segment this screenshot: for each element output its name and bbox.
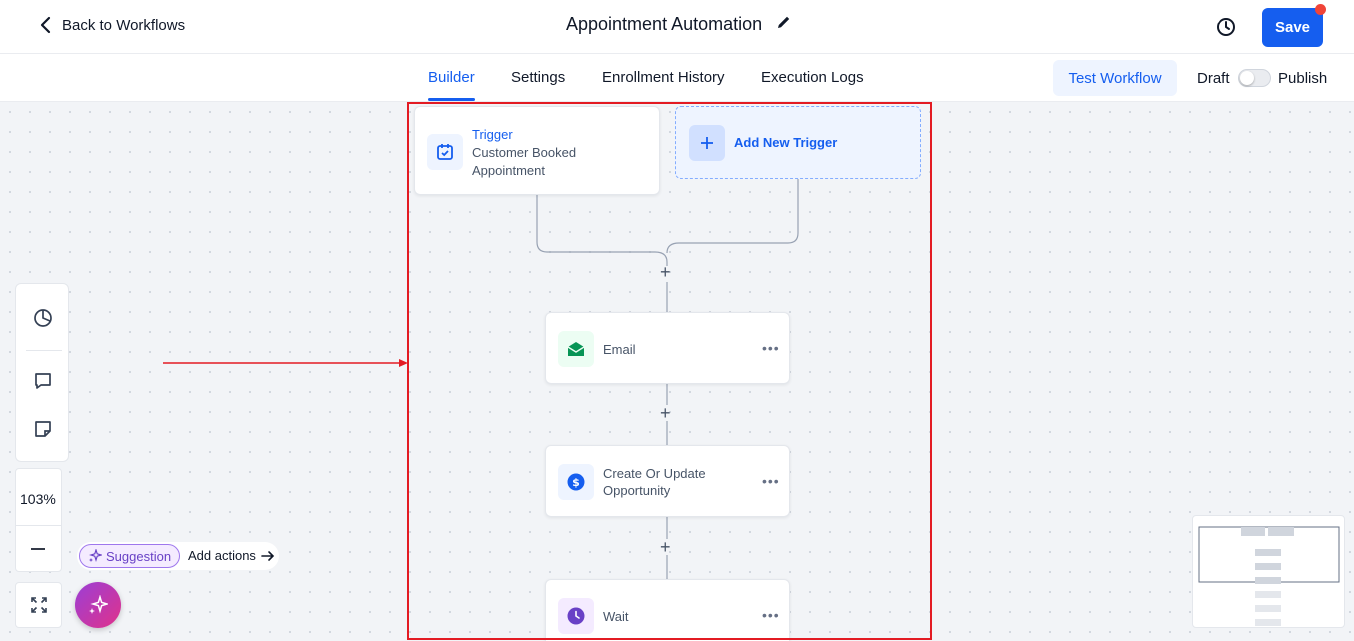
highlight-frame — [407, 102, 932, 640]
workflow-title: Appointment Automation — [566, 14, 763, 34]
action-label-line1: Create Or Update — [603, 466, 706, 481]
svg-text:$: $ — [572, 476, 580, 489]
suggestion-chip[interactable]: Suggestion — [79, 544, 181, 568]
add-step-button[interactable]: + — [660, 537, 671, 557]
tab-settings[interactable]: Settings — [511, 69, 566, 86]
history-icon[interactable] — [1214, 15, 1238, 39]
action-card-email[interactable]: Email ••• — [545, 312, 790, 384]
comment-icon[interactable] — [31, 369, 55, 393]
fit-to-screen-button[interactable] — [15, 582, 62, 628]
more-options-icon[interactable]: ••• — [762, 607, 780, 623]
tab-execution-logs[interactable]: Execution Logs — [761, 69, 864, 86]
add-step-button[interactable]: + — [660, 403, 671, 423]
arrow-right-icon — [261, 550, 275, 561]
sparkle-icon — [89, 595, 108, 614]
connector-lines — [163, 179, 799, 579]
divider — [16, 525, 61, 526]
trigger-heading: Trigger — [472, 127, 513, 142]
more-options-icon[interactable]: ••• — [762, 473, 780, 489]
zoom-level: 103% — [20, 491, 56, 507]
add-new-trigger-card[interactable]: Add New Trigger — [675, 106, 921, 179]
action-label-line2: Opportunity — [603, 483, 671, 498]
canvas-tool-panel — [15, 283, 69, 462]
active-tab-indicator — [428, 98, 475, 101]
clock-icon — [558, 598, 594, 634]
add-actions-label: Add actions — [188, 548, 256, 563]
sticky-note-icon[interactable] — [31, 417, 55, 441]
action-card-wait[interactable]: Wait ••• — [545, 579, 790, 641]
suggestion-bar: Suggestion Add actions — [77, 542, 279, 570]
tab-builder[interactable]: Builder — [428, 69, 475, 86]
action-label: Email — [603, 342, 636, 357]
suggestion-label: Suggestion — [106, 548, 172, 564]
tab-bar: Builder Settings Enrollment History Exec… — [0, 54, 1354, 102]
minimap-preview — [1198, 526, 1340, 626]
test-workflow-button[interactable]: Test Workflow — [1053, 60, 1177, 96]
expand-icon — [30, 597, 47, 613]
chevron-left-icon — [40, 16, 51, 34]
publish-toggle[interactable] — [1238, 69, 1271, 87]
add-step-button[interactable]: + — [660, 262, 671, 282]
more-options-icon[interactable]: ••• — [762, 340, 780, 356]
trigger-label-line2: Appointment — [472, 163, 545, 178]
dollar-icon: $ — [558, 464, 594, 500]
toggle-knob — [1240, 71, 1254, 85]
trigger-card[interactable]: Trigger Customer Booked Appointment — [414, 106, 660, 195]
zoom-controls: 103% — [15, 468, 62, 572]
workflow-canvas[interactable]: + + + Trigger Customer Booked Appointmen… — [0, 102, 1354, 641]
envelope-icon — [558, 331, 594, 367]
trigger-label-line1: Customer Booked — [472, 145, 577, 160]
back-label: Back to Workflows — [62, 16, 186, 34]
action-card-opportunity[interactable]: $ Create Or Update Opportunity ••• — [545, 445, 790, 517]
zoom-out-icon[interactable] — [30, 541, 46, 557]
divider — [26, 350, 62, 351]
edit-title-icon[interactable] — [776, 14, 792, 35]
action-label: Wait — [603, 609, 629, 624]
notification-dot — [1315, 4, 1326, 15]
save-button[interactable]: Save — [1262, 8, 1323, 47]
calendar-check-icon — [427, 134, 463, 170]
minimap[interactable] — [1192, 515, 1345, 628]
sparkle-icon — [89, 549, 102, 562]
publish-label: Publish — [1278, 70, 1328, 87]
draft-label: Draft — [1197, 70, 1230, 87]
add-new-trigger-label: Add New Trigger — [734, 135, 838, 150]
ai-assistant-button[interactable] — [75, 582, 121, 628]
top-header: Back to Workflows Appointment Automation… — [0, 0, 1354, 54]
back-to-workflows-link[interactable]: Back to Workflows — [38, 16, 185, 34]
pie-chart-icon[interactable] — [31, 306, 55, 330]
add-actions-link[interactable]: Add actions — [188, 548, 275, 563]
plus-icon — [689, 125, 725, 161]
tab-enrollment-history[interactable]: Enrollment History — [602, 69, 725, 86]
